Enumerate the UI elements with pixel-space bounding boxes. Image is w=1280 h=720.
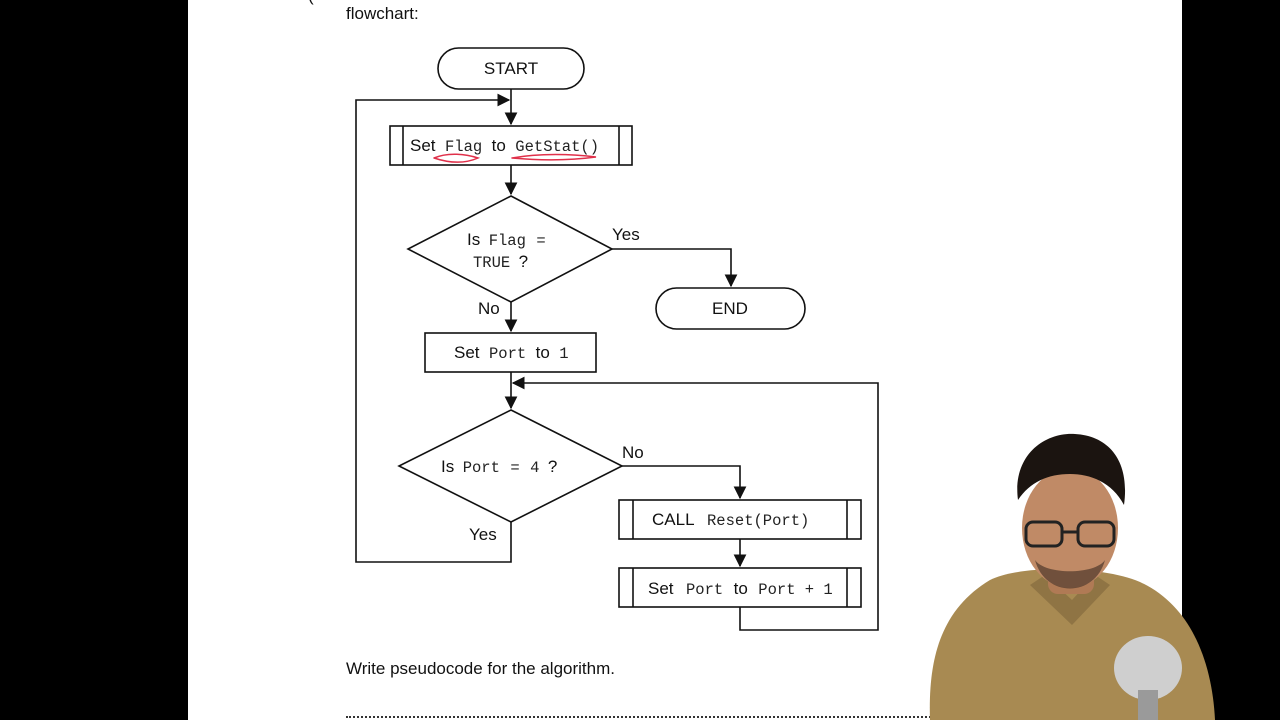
- end-label: END: [712, 299, 748, 318]
- question-prompt: Write pseudocode for the algorithm.: [346, 659, 615, 678]
- label-yes-flag: Yes: [612, 225, 640, 244]
- call-reset-text: CALL Reset(Port): [652, 510, 809, 530]
- annotation-underline-flag: [433, 153, 481, 163]
- process-set-port: [424, 332, 597, 373]
- question-intro-text: flowchart:: [346, 4, 419, 23]
- arrow-yes-to-end: [612, 248, 738, 288]
- increment-text: Set Port to Port + 1: [648, 579, 833, 599]
- process-call-reset: [618, 499, 862, 540]
- arrow-loop-back-to-port-decision: [511, 376, 879, 631]
- label-no-flag: No: [478, 299, 500, 318]
- arrow-no-to-reset: [622, 465, 747, 500]
- label-no-port: No: [622, 443, 644, 462]
- question-number-fragment: (: [308, 0, 314, 6]
- decision-flag-line1: Is Flag =: [467, 230, 546, 250]
- end-terminator: [655, 287, 806, 330]
- answer-dotted-line: [346, 704, 982, 718]
- decision-port-text: Is Port = 4 ?: [441, 457, 557, 477]
- set-flag-text: Set Flag to GetStat(): [410, 136, 599, 156]
- decision-flag-line2: TRUE ?: [473, 252, 528, 272]
- start-label: START: [484, 59, 538, 78]
- arrow-yes-loop-to-setflag: [355, 93, 512, 563]
- set-port-text: Set Port to 1: [454, 343, 569, 363]
- process-set-flag: [389, 125, 633, 166]
- annotation-underline-getstat: [511, 153, 597, 161]
- label-yes-port: Yes: [469, 525, 497, 544]
